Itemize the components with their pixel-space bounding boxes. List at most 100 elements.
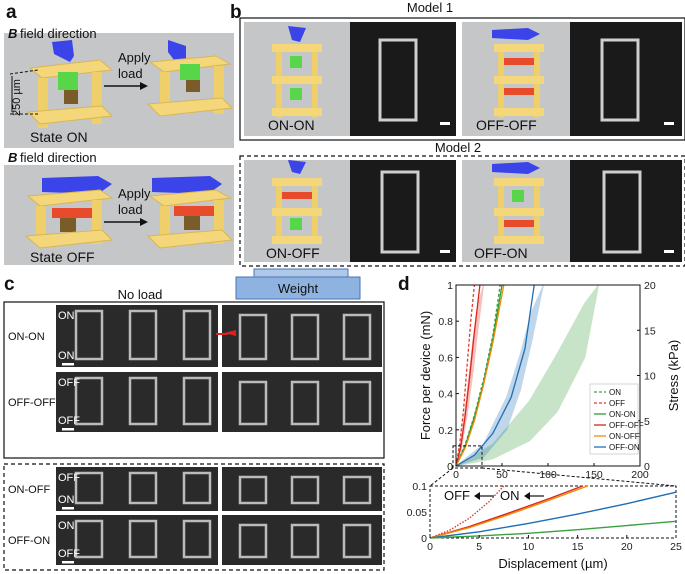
device-photo: [290, 313, 320, 361]
device-photo: [290, 475, 320, 505]
inset-y-tick-label: 0: [421, 533, 427, 545]
panel-b-letter: b: [230, 2, 242, 23]
x-axis-title: Displacement (µm): [498, 556, 607, 571]
device-photo: [342, 475, 372, 505]
annotation-arrow-head: [474, 492, 480, 500]
field-arrow-icon: [168, 40, 186, 62]
device-photo: [182, 519, 212, 559]
x-tick-label: 50: [496, 469, 508, 481]
field-arrow-icon: [42, 176, 112, 194]
device-photo: [182, 309, 212, 361]
x-tick-label: 150: [585, 469, 603, 481]
scale-bar: [62, 507, 74, 510]
inset-x-tick-label: 20: [621, 541, 633, 553]
inset-series-on: [429, 520, 677, 539]
row-label: OFF-OFF: [8, 397, 56, 409]
y-tick-label: 0.4: [438, 389, 453, 401]
device-render-off: [24, 189, 114, 249]
y-tick-label: 1: [447, 280, 453, 292]
panel-c-letter: c: [4, 274, 15, 295]
device-render-stack: [492, 28, 544, 118]
model2-title: Model 2: [435, 140, 481, 155]
row-bottom-state: OFF: [58, 415, 80, 427]
photo-weight: [222, 467, 382, 511]
inset-series-on-off: [429, 485, 588, 539]
y-tick-label: 0.6: [438, 352, 453, 364]
row-top-state: ON: [58, 310, 75, 322]
device-photo: [238, 313, 268, 361]
device-photo: [238, 475, 268, 505]
inset-x-tick-label: 25: [670, 541, 682, 553]
panel-a-letter: a: [6, 2, 17, 23]
state-on-label: State ON: [30, 129, 88, 145]
device-photo: [290, 380, 320, 426]
panel-a-row1: B field direction 250 µm Apply load: [4, 26, 234, 148]
y-right-axis-title: Stress (kPa): [666, 340, 681, 412]
field-arrow-icon: [52, 40, 74, 62]
legend-label: ON-OFF: [609, 432, 640, 441]
scale-bar: [440, 122, 450, 125]
field-direction-label: field direction: [20, 26, 97, 41]
row-bottom-state: ON: [58, 350, 75, 362]
y-right-tick-label: 5: [644, 416, 650, 428]
scale-bar: [664, 122, 674, 125]
row-top-state: OFF: [58, 377, 80, 389]
inset-x-tick-label: 10: [523, 541, 535, 553]
state-off-label: State OFF: [30, 249, 95, 265]
no-load-header: No load: [118, 287, 163, 302]
y-right-tick-label: 15: [644, 325, 656, 337]
device-photo: [128, 309, 158, 361]
y-tick-label: 0.8: [438, 316, 453, 328]
dimension-label: 250 µm: [11, 79, 23, 116]
field-direction-label: field direction: [20, 150, 97, 165]
inset-x-tick-label: 15: [572, 541, 584, 553]
red-arrow-icon: [224, 330, 236, 336]
annotation-arrow-head: [524, 492, 530, 500]
scale-bar: [62, 428, 74, 431]
b-symbol: B: [8, 26, 17, 41]
b-symbol: B: [8, 150, 17, 165]
row-label: OFF-ON: [8, 535, 50, 547]
device-render-on-loaded: [146, 55, 234, 117]
row-bottom-state: ON: [58, 494, 75, 506]
device-photo: [182, 471, 212, 505]
label-off-off: OFF-OFF: [476, 117, 537, 133]
model1-title: Model 1: [407, 0, 453, 15]
device-photo: [74, 309, 104, 361]
load-label: load: [118, 66, 143, 81]
series-off-off: [455, 284, 481, 467]
device-photo: [238, 523, 268, 559]
x-tick-label: 0: [453, 469, 459, 481]
apply-label: Apply: [118, 50, 151, 65]
panel-c-rows: ON-ONONONOFF-OFFOFFOFFON-OFFOFFONOFF-ONO…: [8, 305, 382, 565]
legend-label: OFF-OFF: [609, 421, 644, 430]
model1-box: [239, 17, 685, 141]
x-tick-label: 200: [631, 469, 649, 481]
photo-on-off: [350, 160, 456, 262]
legend-label: OFF-ON: [609, 443, 640, 452]
annotation-on: ON: [500, 488, 520, 503]
inset-y-tick-label: 0.1: [412, 481, 427, 493]
model2-rows-box: [3, 463, 385, 571]
device-photo: [380, 170, 420, 254]
x-tick-label: 100: [539, 469, 557, 481]
weight-top: [253, 268, 349, 278]
label-off-on: OFF-ON: [474, 245, 528, 261]
device-photo: [290, 523, 320, 559]
device-photo: [74, 376, 104, 426]
device-photo: [602, 170, 642, 254]
panel-d-letter: d: [398, 274, 410, 295]
legend-label: ON: [609, 388, 621, 397]
series-on-off: [455, 284, 505, 467]
arrow-head-icon: [140, 218, 148, 226]
photo-no-load: [56, 372, 218, 432]
device-photo: [74, 471, 104, 505]
inset-y-tick-label: 0.05: [407, 507, 428, 519]
weight-block: [235, 276, 361, 300]
inset-x-tick-label: 0: [427, 541, 433, 553]
series-on-on: [455, 284, 503, 467]
arrow-head-icon: [140, 82, 148, 90]
weight-header: Weight: [278, 281, 319, 296]
